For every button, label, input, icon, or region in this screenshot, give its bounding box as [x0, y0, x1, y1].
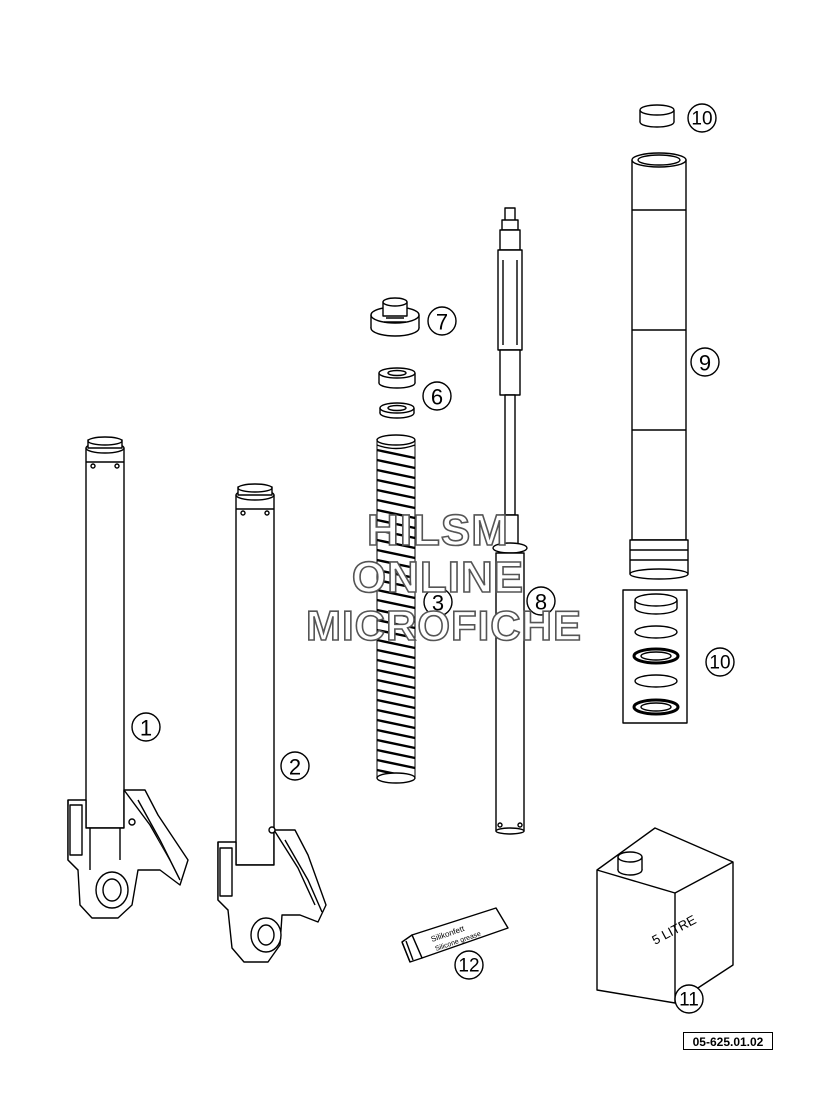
watermark-line1: HILSM [367, 506, 509, 555]
callout-6-label: 6 [431, 385, 443, 410]
callout-1-label: 1 [140, 716, 152, 741]
outer-tube-9 [629, 152, 689, 580]
watermark-line2: ONLINE [352, 553, 524, 602]
callout-3-label: 3 [432, 591, 444, 616]
watermark: HILSM ONLINE MICROFICHE [305, 505, 582, 650]
callout-9-circle [690, 347, 720, 377]
callout-8-circle [526, 586, 556, 616]
callout-1-circle [131, 712, 161, 742]
callout-10a-label: 10 [691, 109, 712, 130]
fork-leg-2 [217, 483, 327, 963]
callout-10a-circle [687, 103, 717, 133]
callout-9-label: 9 [699, 351, 711, 376]
callout-10b-circle [705, 647, 735, 677]
part-number-label: 05-625.01.02 [683, 1032, 773, 1050]
callout-8-label: 8 [535, 590, 547, 615]
oil-can-11 [596, 827, 734, 1004]
cap-nut-7 [370, 297, 420, 337]
fork-leg-1 [67, 436, 189, 919]
callout-2-circle [280, 751, 310, 781]
fork-spring-3 [376, 434, 416, 784]
damper-cartridge-8 [492, 207, 528, 835]
callout-7-label: 7 [436, 310, 448, 335]
callout-7-circle [427, 306, 457, 336]
callout-6-circle [422, 381, 452, 411]
callout-12-circle [454, 950, 484, 980]
top-plug-10 [639, 104, 675, 128]
seal-kit-10 [622, 589, 688, 724]
grease-tube-12 [401, 907, 509, 963]
washers-6 [378, 367, 416, 419]
callout-11-label: 11 [679, 990, 699, 1011]
callout-10b-label: 10 [709, 653, 730, 674]
callout-11-circle [674, 984, 704, 1014]
callout-12-label: 12 [458, 956, 479, 977]
callout-2-label: 2 [289, 755, 301, 780]
callout-3-circle [423, 587, 453, 617]
watermark-line3: MICROFICHE [306, 602, 582, 649]
